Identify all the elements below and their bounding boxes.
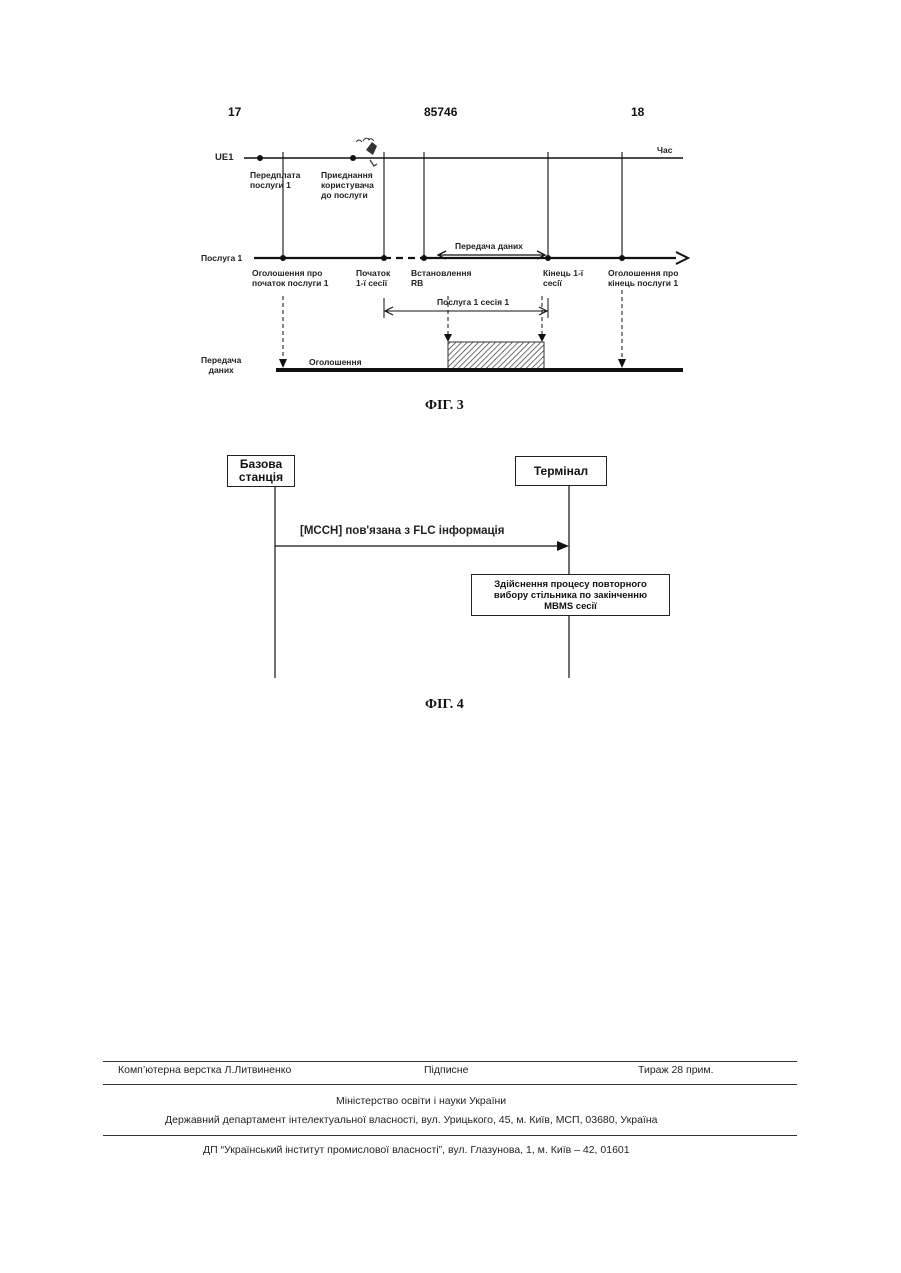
footer-rule-bottom	[103, 1135, 797, 1136]
footer-institute: ДП “Український інститут промислової вла…	[203, 1144, 630, 1156]
user-phone-icon	[356, 138, 377, 166]
footer-circulation: Тираж 28 прим.	[638, 1064, 714, 1076]
join-label: Приєднаннякористувачадо послуги	[321, 170, 374, 200]
footer-layout-credit: Комп’ютерна верстка Л.Литвиненко	[118, 1064, 291, 1076]
data-row-label: Передачаданих	[201, 355, 241, 375]
session-end-label: Кінець 1-їсесії	[543, 268, 583, 288]
fig3-caption: ФІГ. 3	[425, 398, 464, 414]
announce-start-label: Оголошення пропочаток послуги 1	[252, 268, 328, 288]
message-label: [MCCH] пов'язана з FLC інформація	[300, 526, 504, 536]
subscription-label: Передплатапослуги 1	[250, 170, 300, 190]
base-station-box: Базовастанція	[227, 455, 295, 487]
footer-ministry: Міністерство освіти і науки України	[336, 1095, 506, 1107]
rb-setup-label: ВстановленняRB	[411, 268, 471, 288]
join-dot	[350, 155, 356, 161]
data-transfer-label: Передача даних	[455, 241, 523, 251]
session-start-label: Початок1-ї сесії	[356, 268, 390, 288]
footer-rule-top	[103, 1061, 797, 1062]
terminal-box: Термінал	[515, 456, 607, 486]
footer-rule-middle	[103, 1084, 797, 1085]
footer-signed: Підписне	[424, 1064, 468, 1076]
service1-arrowhead	[676, 252, 688, 264]
data-block	[448, 342, 544, 370]
ue1-label: UE1	[215, 153, 233, 163]
fig4-caption: ФІГ. 4	[425, 697, 464, 713]
service-session-label: Послуга 1 сесія 1	[437, 297, 509, 307]
announcement-label: Оголошення	[309, 357, 362, 367]
footer-department: Державний департамент інтелектуальної вл…	[165, 1114, 657, 1126]
service-label: Послуга 1	[201, 253, 242, 263]
process-box: Здійснення процесу повторноговибору стіл…	[471, 574, 670, 616]
announce-end-label: Оголошення прокінець послуги 1	[608, 268, 678, 288]
subscription-dot	[257, 155, 263, 161]
time-label: Час	[657, 145, 672, 155]
